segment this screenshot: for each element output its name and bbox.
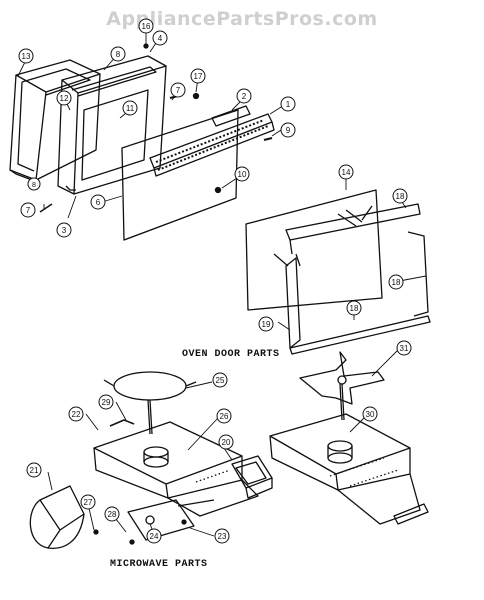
callout-number: 27 bbox=[84, 498, 93, 507]
callout-c3: 3 bbox=[56, 222, 72, 238]
callout-c22: 22 bbox=[68, 406, 84, 422]
callout-number: 2 bbox=[242, 92, 247, 101]
door-handle bbox=[149, 105, 275, 177]
callout-c29: 29 bbox=[98, 394, 114, 410]
callout-c14: 14 bbox=[338, 164, 354, 180]
callout-number: 7 bbox=[26, 206, 31, 215]
callout-c8: 8 bbox=[110, 46, 126, 62]
callout-number: 9 bbox=[286, 126, 291, 135]
callout-c11: 11 bbox=[122, 100, 138, 116]
callout-c27: 27 bbox=[80, 494, 96, 510]
stirrer-fan bbox=[103, 371, 197, 435]
magnetron-coupler-right bbox=[327, 440, 353, 464]
oven-door-parts-label: OVEN DOOR PARTS bbox=[182, 349, 280, 360]
callout-number: 4 bbox=[158, 34, 163, 43]
callout-number: 6 bbox=[96, 198, 101, 207]
callout-number: 17 bbox=[194, 72, 203, 81]
callout-c4: 4 bbox=[152, 30, 168, 46]
waveguide-box-right bbox=[269, 413, 429, 525]
callout-c28: 28 bbox=[104, 506, 120, 522]
callout-c16: 16 bbox=[138, 18, 154, 34]
callout-c18c: 18 bbox=[346, 300, 362, 316]
callout-number: 26 bbox=[220, 412, 229, 421]
motor-cover bbox=[29, 485, 85, 549]
callout-number: 18 bbox=[392, 278, 401, 287]
callout-c18b: 18 bbox=[388, 274, 404, 290]
callout-number: 24 bbox=[150, 532, 159, 541]
callout-number: 14 bbox=[342, 168, 351, 177]
callout-c6: 6 bbox=[90, 194, 106, 210]
callout-c1: 1 bbox=[280, 96, 296, 112]
callout-number: 29 bbox=[102, 398, 111, 407]
callout-number: 10 bbox=[238, 170, 247, 179]
callout-number: 30 bbox=[366, 410, 375, 419]
callout-number: 8 bbox=[116, 50, 121, 59]
callout-c24: 24 bbox=[146, 528, 162, 544]
callout-c30: 30 bbox=[362, 406, 378, 422]
callout-c25: 25 bbox=[212, 372, 228, 388]
watermark: AppliancePartsPros.com bbox=[106, 8, 378, 30]
callout-number: 12 bbox=[60, 94, 69, 103]
door-outer-frame bbox=[9, 59, 101, 184]
callout-number: 13 bbox=[22, 52, 31, 61]
callout-c9: 9 bbox=[280, 122, 296, 138]
callout-number: 1 bbox=[286, 100, 291, 109]
callout-number: 18 bbox=[396, 192, 405, 201]
callout-c7b: 7 bbox=[20, 202, 36, 218]
callout-c23: 23 bbox=[214, 528, 230, 544]
leader-lines bbox=[17, 30, 427, 537]
magnetron-coupler bbox=[143, 446, 169, 468]
callout-number: 31 bbox=[400, 344, 409, 353]
callout-number: 7 bbox=[176, 86, 181, 95]
callout-c7a: 7 bbox=[170, 82, 186, 98]
callout-c18a: 18 bbox=[392, 188, 408, 204]
callout-number: 25 bbox=[216, 376, 225, 385]
door-middle-frame bbox=[57, 55, 167, 195]
callout-c13: 13 bbox=[18, 48, 34, 64]
callout-number: 8 bbox=[32, 182, 36, 189]
waveguide-box bbox=[93, 421, 259, 517]
callout-c20: 20 bbox=[218, 434, 234, 450]
callout-number: 18 bbox=[350, 304, 359, 313]
callout-number: 23 bbox=[218, 532, 227, 541]
callout-c8-lower: 8 bbox=[27, 177, 41, 191]
callout-c10: 10 bbox=[234, 166, 250, 182]
door-inner-panel bbox=[121, 109, 239, 241]
callout-number: 19 bbox=[262, 320, 271, 329]
callout-number: 28 bbox=[108, 510, 117, 519]
callout-c17: 17 bbox=[190, 68, 206, 84]
callout-number: 21 bbox=[30, 466, 39, 475]
callout-number: 3 bbox=[62, 226, 67, 235]
callout-c12: 12 bbox=[56, 90, 72, 106]
callout-number: 11 bbox=[126, 104, 135, 113]
callout-number: 20 bbox=[222, 438, 231, 447]
connector-block bbox=[231, 455, 273, 499]
callout-c26: 26 bbox=[216, 408, 232, 424]
callout-number: 22 bbox=[72, 410, 81, 419]
callout-number: 16 bbox=[142, 22, 151, 31]
stirrer-motor-plate bbox=[93, 419, 195, 545]
microwave-parts-label: MICROWAVE PARTS bbox=[110, 559, 208, 570]
callout-c19: 19 bbox=[258, 316, 274, 332]
callout-c2: 2 bbox=[236, 88, 252, 104]
callout-c31: 31 bbox=[396, 340, 412, 356]
door-glass-assembly bbox=[245, 189, 431, 355]
callout-c21: 21 bbox=[26, 462, 42, 478]
